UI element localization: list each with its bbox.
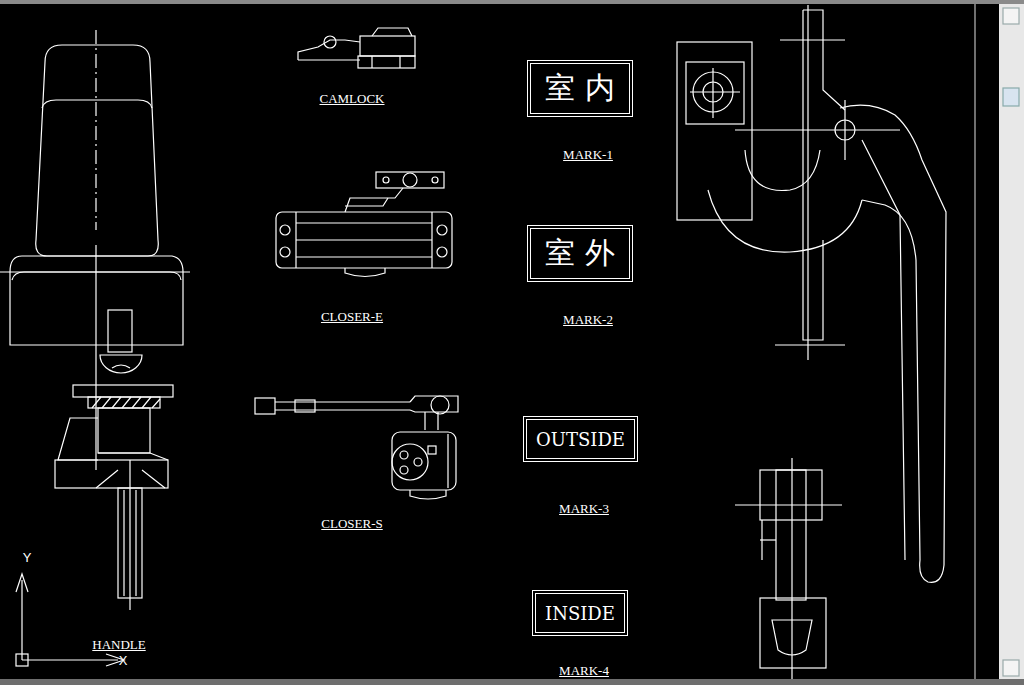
part-name: MARK-2 [563,312,613,328]
part-name: MARK-1 [563,147,613,163]
mark-text: INSIDE [545,603,615,624]
camlock-drawing [298,28,415,68]
ucs-icon [16,574,124,666]
scroll-up [1003,8,1019,24]
mark-plate: OUTSIDE [523,416,638,462]
part-name: MARK-3 [559,501,609,517]
scroll-thumb [1003,88,1019,106]
part-name: HANDLE [92,637,145,653]
axis-label: Y [23,550,32,565]
mark-plate: 室内 [527,60,633,117]
scroll-down [1003,660,1019,676]
lever-handle-drawing [677,5,946,582]
part-name: CLOSER-S [321,516,382,532]
part-name: MARK-4 [559,663,609,679]
mark-text: 室外 [545,233,625,274]
closer-e-drawing [276,172,452,277]
mark-text: 室内 [545,68,625,109]
handle-drawing [0,30,190,610]
title-bar-edge [0,0,1024,4]
viewport-border [974,4,975,679]
scrollbar [999,4,1024,679]
mark-text: OUTSIDE [536,429,625,450]
closer-s-drawing [255,396,458,499]
lever-side-view [735,458,842,679]
status-strip [0,679,1024,685]
mark-plate: 室外 [527,225,633,282]
axis-label: X [119,653,128,668]
mark-plate: INSIDE [532,590,628,636]
part-name: CAMLOCK [319,91,384,107]
part-name: CLOSER-E [321,309,383,325]
